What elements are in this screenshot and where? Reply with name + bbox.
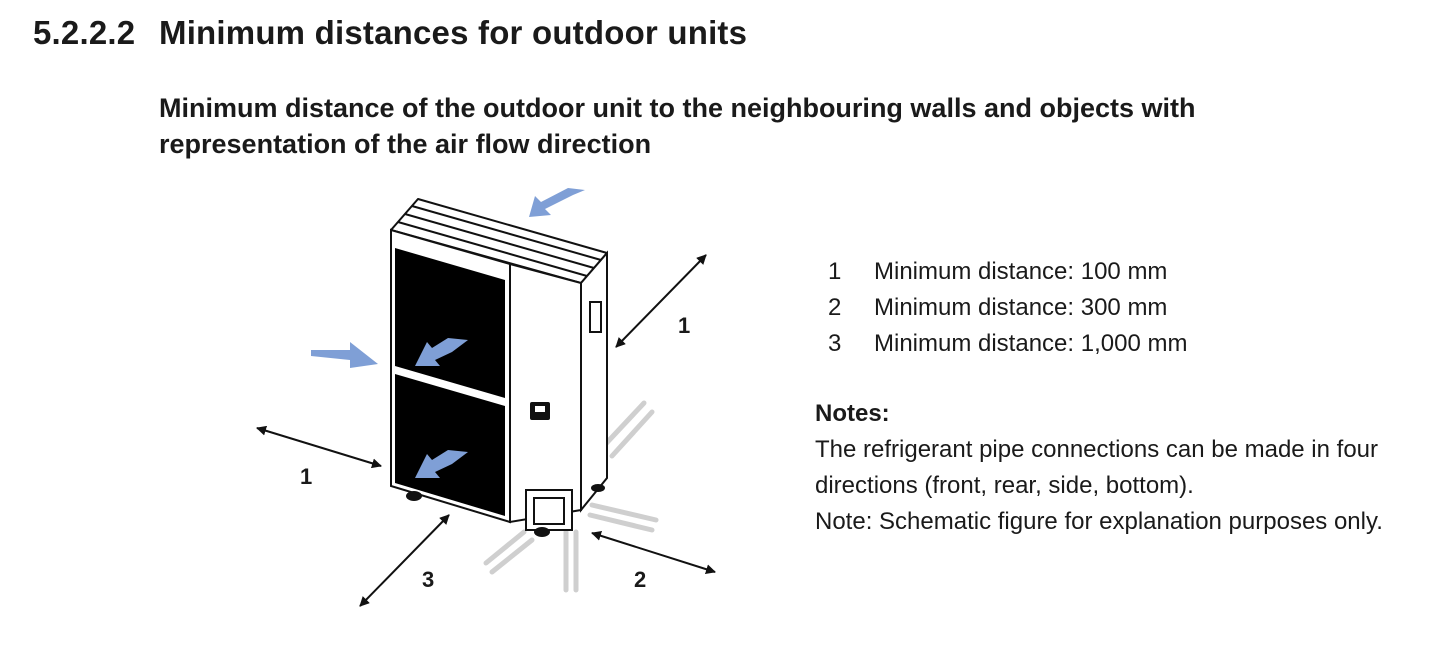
callout-right: 1 xyxy=(678,313,690,338)
callout-left: 1 xyxy=(300,464,312,489)
notes-line-1: The refrigerant pipe connections can be … xyxy=(815,436,1379,463)
callout-side: 2 xyxy=(634,567,646,592)
airflow-arrows xyxy=(311,188,585,478)
airflow-left-arrow-icon xyxy=(311,342,378,368)
callout-front: 3 xyxy=(422,567,434,592)
notes-block: Notes: The refrigerant pipe connections … xyxy=(815,396,1435,540)
unit-feet xyxy=(406,484,605,537)
side-handle-icon xyxy=(589,301,602,333)
lower-fan-grille xyxy=(395,374,505,516)
airflow-lower-outlet-arrow-icon xyxy=(415,450,468,478)
airflow-upper-outlet-arrow-icon xyxy=(415,338,468,366)
subheading-line-1: Minimum distance of the outdoor unit to … xyxy=(159,93,1196,123)
figure-subheading: Minimum distance of the outdoor unit to … xyxy=(159,90,1359,162)
section-title: Minimum distances for outdoor units xyxy=(159,14,748,51)
subheading-line-2: representation of the air flow direction xyxy=(159,129,652,159)
section-heading: 5.2.2.2 Minimum distances for outdoor uni… xyxy=(33,14,747,52)
airflow-top-arrow-icon xyxy=(529,188,585,217)
distance-arrows xyxy=(256,254,716,607)
notes-line-3: Note: Schematic figure for explanation p… xyxy=(815,508,1383,535)
distance-arrow-left xyxy=(256,425,382,469)
distance-arrow-front xyxy=(359,514,450,607)
distance-arrow-rear xyxy=(615,254,707,348)
pipe-connection-box xyxy=(525,489,573,531)
pipe-connections xyxy=(483,400,659,593)
section-number: 5.2.2.2 xyxy=(33,14,136,51)
unit-service-panel xyxy=(509,262,582,524)
unit-side-face xyxy=(580,250,608,513)
notes-title: Notes: xyxy=(815,400,890,427)
distance-arrow-side xyxy=(591,530,716,575)
notes-line-2: directions (front, rear, side, bottom). xyxy=(815,472,1194,499)
